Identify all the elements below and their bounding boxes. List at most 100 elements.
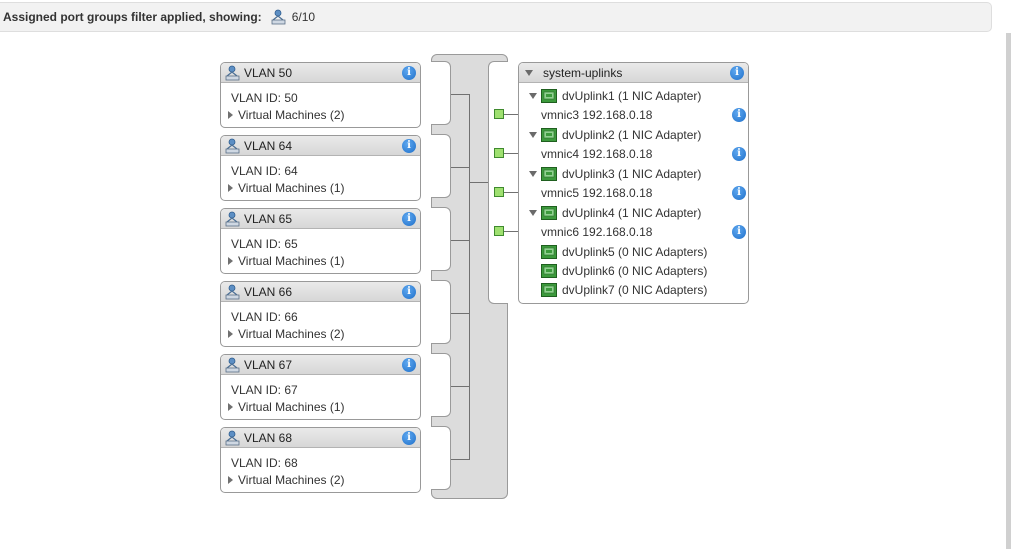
uplink-label: dvUplink7 (0 NIC Adapters)	[562, 282, 708, 297]
uplink-connector-1	[494, 109, 504, 119]
info-icon[interactable]: i	[402, 139, 416, 153]
wire	[451, 240, 469, 241]
collapse-triangle-icon[interactable]	[529, 92, 537, 99]
port-group-vlan-64[interactable]: VLAN 64 i VLAN ID: 64 Virtual Machines (…	[220, 135, 421, 201]
vmnic-row-1[interactable]: vmnic3 192.168.0.18 i	[519, 105, 748, 124]
vlan-id-text: VLAN ID: 67	[231, 383, 298, 397]
info-icon[interactable]: i	[402, 358, 416, 372]
virtual-machines-expander[interactable]: Virtual Machines (2)	[228, 108, 345, 122]
filter-bar: Assigned port groups filter applied, sho…	[0, 2, 992, 32]
uplink-label: dvUplink5 (0 NIC Adapters)	[562, 244, 708, 259]
port-group-vlan-68[interactable]: VLAN 68 i VLAN ID: 68 Virtual Machines (…	[220, 427, 421, 493]
virtual-machines-expander[interactable]: Virtual Machines (1)	[228, 181, 345, 195]
uplinks-panel[interactable]: system-uplinks i dvUplink1 (1 NIC Adapte…	[518, 62, 749, 304]
uplink-connector-3	[494, 187, 504, 197]
vmnic-row-3[interactable]: vmnic5 192.168.0.18 i	[519, 183, 748, 202]
wire	[504, 192, 518, 193]
collapse-triangle-icon[interactable]	[525, 69, 533, 76]
port-group-title: VLAN 68	[244, 430, 293, 445]
info-icon[interactable]: i	[732, 108, 746, 122]
info-icon[interactable]: i	[732, 186, 746, 200]
port-group-header[interactable]: VLAN 66 i	[221, 282, 420, 302]
expand-triangle-icon	[228, 403, 233, 411]
port-group-title: VLAN 67	[244, 357, 293, 372]
port-group-header[interactable]: VLAN 50 i	[221, 63, 420, 83]
info-icon[interactable]: i	[732, 147, 746, 161]
wire-trunk	[469, 94, 470, 460]
expand-triangle-icon	[228, 111, 233, 119]
expand-triangle-icon	[228, 476, 233, 484]
uplink-row-7[interactable]: dvUplink7 (0 NIC Adapters)	[519, 280, 748, 299]
uplink-label: dvUplink1 (1 NIC Adapter)	[562, 88, 702, 103]
collapse-triangle-icon[interactable]	[529, 170, 537, 177]
info-icon[interactable]: i	[402, 212, 416, 226]
uplink-label: dvUplink6 (0 NIC Adapters)	[562, 263, 708, 278]
port-group-title: VLAN 64	[244, 138, 293, 153]
uplink-row-4[interactable]: dvUplink4 (1 NIC Adapter)	[519, 203, 748, 222]
switch-port-vlan-68	[431, 426, 451, 490]
virtual-machines-expander[interactable]: Virtual Machines (1)	[228, 400, 345, 414]
port-group-header[interactable]: VLAN 67 i	[221, 355, 420, 375]
uplink-port-column	[488, 61, 508, 304]
vmnic-label: vmnic3 192.168.0.18	[541, 107, 653, 122]
vlan-id-text: VLAN ID: 64	[231, 164, 298, 178]
collapse-triangle-icon[interactable]	[529, 131, 537, 138]
wire	[504, 114, 518, 115]
uplink-row-3[interactable]: dvUplink3 (1 NIC Adapter)	[519, 164, 748, 183]
virtual-machines-expander[interactable]: Virtual Machines (2)	[228, 327, 345, 341]
nic-adapter-icon	[541, 127, 557, 142]
port-group-header[interactable]: VLAN 65 i	[221, 209, 420, 229]
info-icon[interactable]: i	[402, 285, 416, 299]
uplink-label: dvUplink3 (1 NIC Adapter)	[562, 166, 702, 181]
wire	[504, 231, 518, 232]
vmnic-label: vmnic6 192.168.0.18	[541, 224, 653, 239]
vmnic-row-2[interactable]: vmnic4 192.168.0.18 i	[519, 144, 748, 163]
uplink-connector-2	[494, 148, 504, 158]
wire	[451, 459, 469, 460]
expand-triangle-icon	[228, 330, 233, 338]
vlan-id-text: VLAN ID: 65	[231, 237, 298, 251]
nic-adapter-icon	[541, 88, 557, 103]
port-group-header[interactable]: VLAN 64 i	[221, 136, 420, 156]
wire	[504, 153, 518, 154]
virtual-machines-label: Virtual Machines (1)	[238, 400, 345, 414]
collapse-triangle-icon[interactable]	[529, 209, 537, 216]
port-group-vlan-67[interactable]: VLAN 67 i VLAN ID: 67 Virtual Machines (…	[220, 354, 421, 420]
network-port-group-icon	[225, 284, 241, 300]
port-group-title: VLAN 66	[244, 284, 293, 299]
port-group-vlan-50[interactable]: VLAN 50 i VLAN ID: 50 Virtual Machines (…	[220, 62, 421, 128]
port-group-vlan-65[interactable]: VLAN 65 i VLAN ID: 65 Virtual Machines (…	[220, 208, 421, 274]
expand-triangle-icon	[228, 184, 233, 192]
port-group-header[interactable]: VLAN 68 i	[221, 428, 420, 448]
info-icon[interactable]: i	[402, 431, 416, 445]
vlan-id-text: VLAN ID: 66	[231, 310, 298, 324]
virtual-machines-expander[interactable]: Virtual Machines (2)	[228, 473, 345, 487]
wire	[469, 182, 488, 183]
switch-port-vlan-64	[431, 134, 451, 198]
uplink-row-1[interactable]: dvUplink1 (1 NIC Adapter)	[519, 86, 748, 105]
filter-label: Assigned port groups filter applied, sho…	[3, 10, 262, 24]
port-group-title: VLAN 50	[244, 65, 293, 80]
wire	[451, 313, 469, 314]
info-icon[interactable]: i	[402, 66, 416, 80]
scrollbar-edge[interactable]	[1006, 33, 1011, 549]
virtual-machines-label: Virtual Machines (2)	[238, 327, 345, 341]
virtual-machines-expander[interactable]: Virtual Machines (1)	[228, 254, 345, 268]
vmnic-row-4[interactable]: vmnic6 192.168.0.18 i	[519, 222, 748, 241]
uplinks-header[interactable]: system-uplinks i	[519, 63, 748, 83]
virtual-machines-label: Virtual Machines (1)	[238, 254, 345, 268]
uplink-row-2[interactable]: dvUplink2 (1 NIC Adapter)	[519, 125, 748, 144]
switch-port-vlan-50	[431, 61, 451, 125]
uplink-row-6[interactable]: dvUplink6 (0 NIC Adapters)	[519, 261, 748, 280]
port-group-vlan-66[interactable]: VLAN 66 i VLAN ID: 66 Virtual Machines (…	[220, 281, 421, 347]
uplink-label: dvUplink2 (1 NIC Adapter)	[562, 127, 702, 142]
network-port-group-icon	[225, 430, 241, 446]
port-group-title: VLAN 65	[244, 211, 293, 226]
info-icon[interactable]: i	[732, 225, 746, 239]
nic-adapter-icon	[541, 244, 557, 259]
uplink-row-5[interactable]: dvUplink5 (0 NIC Adapters)	[519, 242, 748, 261]
switch-port-vlan-66	[431, 280, 451, 344]
vlan-id-text: VLAN ID: 50	[231, 91, 298, 105]
vmnic-label: vmnic4 192.168.0.18	[541, 146, 653, 161]
info-icon[interactable]: i	[730, 66, 744, 80]
